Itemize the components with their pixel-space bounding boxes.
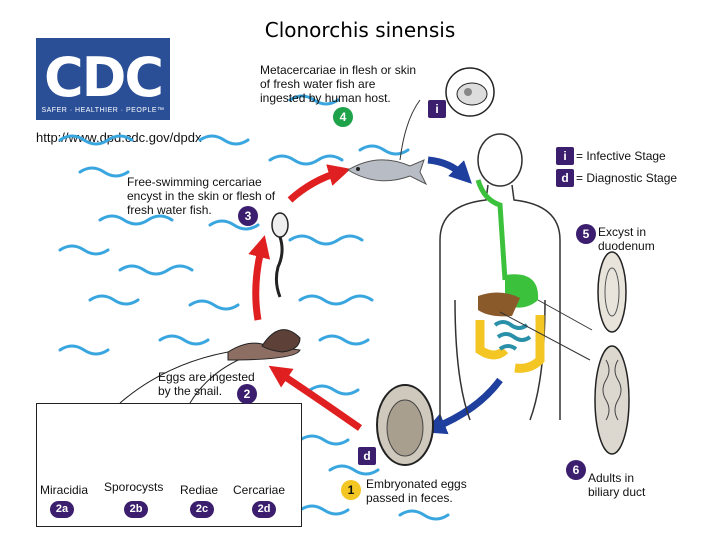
stage-3-text: Free-swimming cercariae encyst in the sk… <box>127 175 276 217</box>
badge-2d: 2d <box>252 501 276 518</box>
legend-infective-label: = Infective Stage <box>576 149 666 163</box>
stage-1-text: Embryonated eggs passed in feces. <box>366 477 467 505</box>
arrow-eggs-to-snail <box>268 365 363 431</box>
large-intestine <box>475 315 545 373</box>
stage-5-badge: 5 <box>576 224 596 244</box>
logo-text: CDC <box>43 46 164 109</box>
arrow-snail-to-cercariae <box>248 235 271 321</box>
embryonated-egg-image <box>376 384 434 466</box>
liver <box>478 292 520 317</box>
page-title: Clonorchis sinensis <box>264 18 456 42</box>
stage-2a-label: Miracidia <box>40 483 89 497</box>
stage-2-text: Eggs are ingested by the snail. <box>158 370 255 398</box>
stage-4-badge: 4 <box>333 107 353 127</box>
arrow-cercariae-to-fish <box>287 164 351 203</box>
diagnostic-marker-icon: d <box>358 447 376 465</box>
logo-tagline: SAFER · HEALTHIER · PEOPLE™ <box>41 107 165 114</box>
water-waves <box>58 94 450 521</box>
badge-2b: 2b <box>124 501 148 518</box>
badge-2c: 2c <box>190 501 214 518</box>
stage-6-badge: 6 <box>566 460 586 480</box>
stage-1-badge: 1 <box>341 480 361 500</box>
metacercaria-image <box>445 67 495 117</box>
stage-2b-label: Sporocysts <box>104 480 164 494</box>
legend-infective-icon: i <box>556 147 574 165</box>
small-intestine <box>493 320 532 351</box>
badge-2a: 2a <box>50 501 74 518</box>
infective-marker-icon: i <box>428 100 446 118</box>
stage-3-badge: 3 <box>238 206 258 226</box>
stage-2c-label: Rediae <box>180 483 219 497</box>
stage-2d-label: Cercariae <box>233 483 286 497</box>
legend-diagnostic-icon: d <box>556 169 574 187</box>
excysted-larva-image <box>597 251 627 333</box>
stage-4-text: Metacercariae in flesh or skin of fresh … <box>260 63 417 105</box>
stage-6-text: Adults in biliary duct <box>588 471 646 499</box>
stage-2-badge: 2 <box>237 384 257 404</box>
arrow-human-to-eggs <box>423 377 503 435</box>
cercaria-image <box>271 212 289 298</box>
legend-diagnostic-label: = Diagnostic Stage <box>576 171 678 185</box>
snail-image <box>227 329 301 361</box>
stage-5-text: Excyst in duodenum <box>598 225 655 253</box>
human-body <box>439 133 561 421</box>
fish <box>347 159 428 186</box>
cdc-logo: CDC SAFER · HEALTHIER · PEOPLE™ <box>36 38 170 120</box>
arrow-fish-to-human <box>427 156 472 184</box>
adult-fluke-image <box>594 345 630 455</box>
